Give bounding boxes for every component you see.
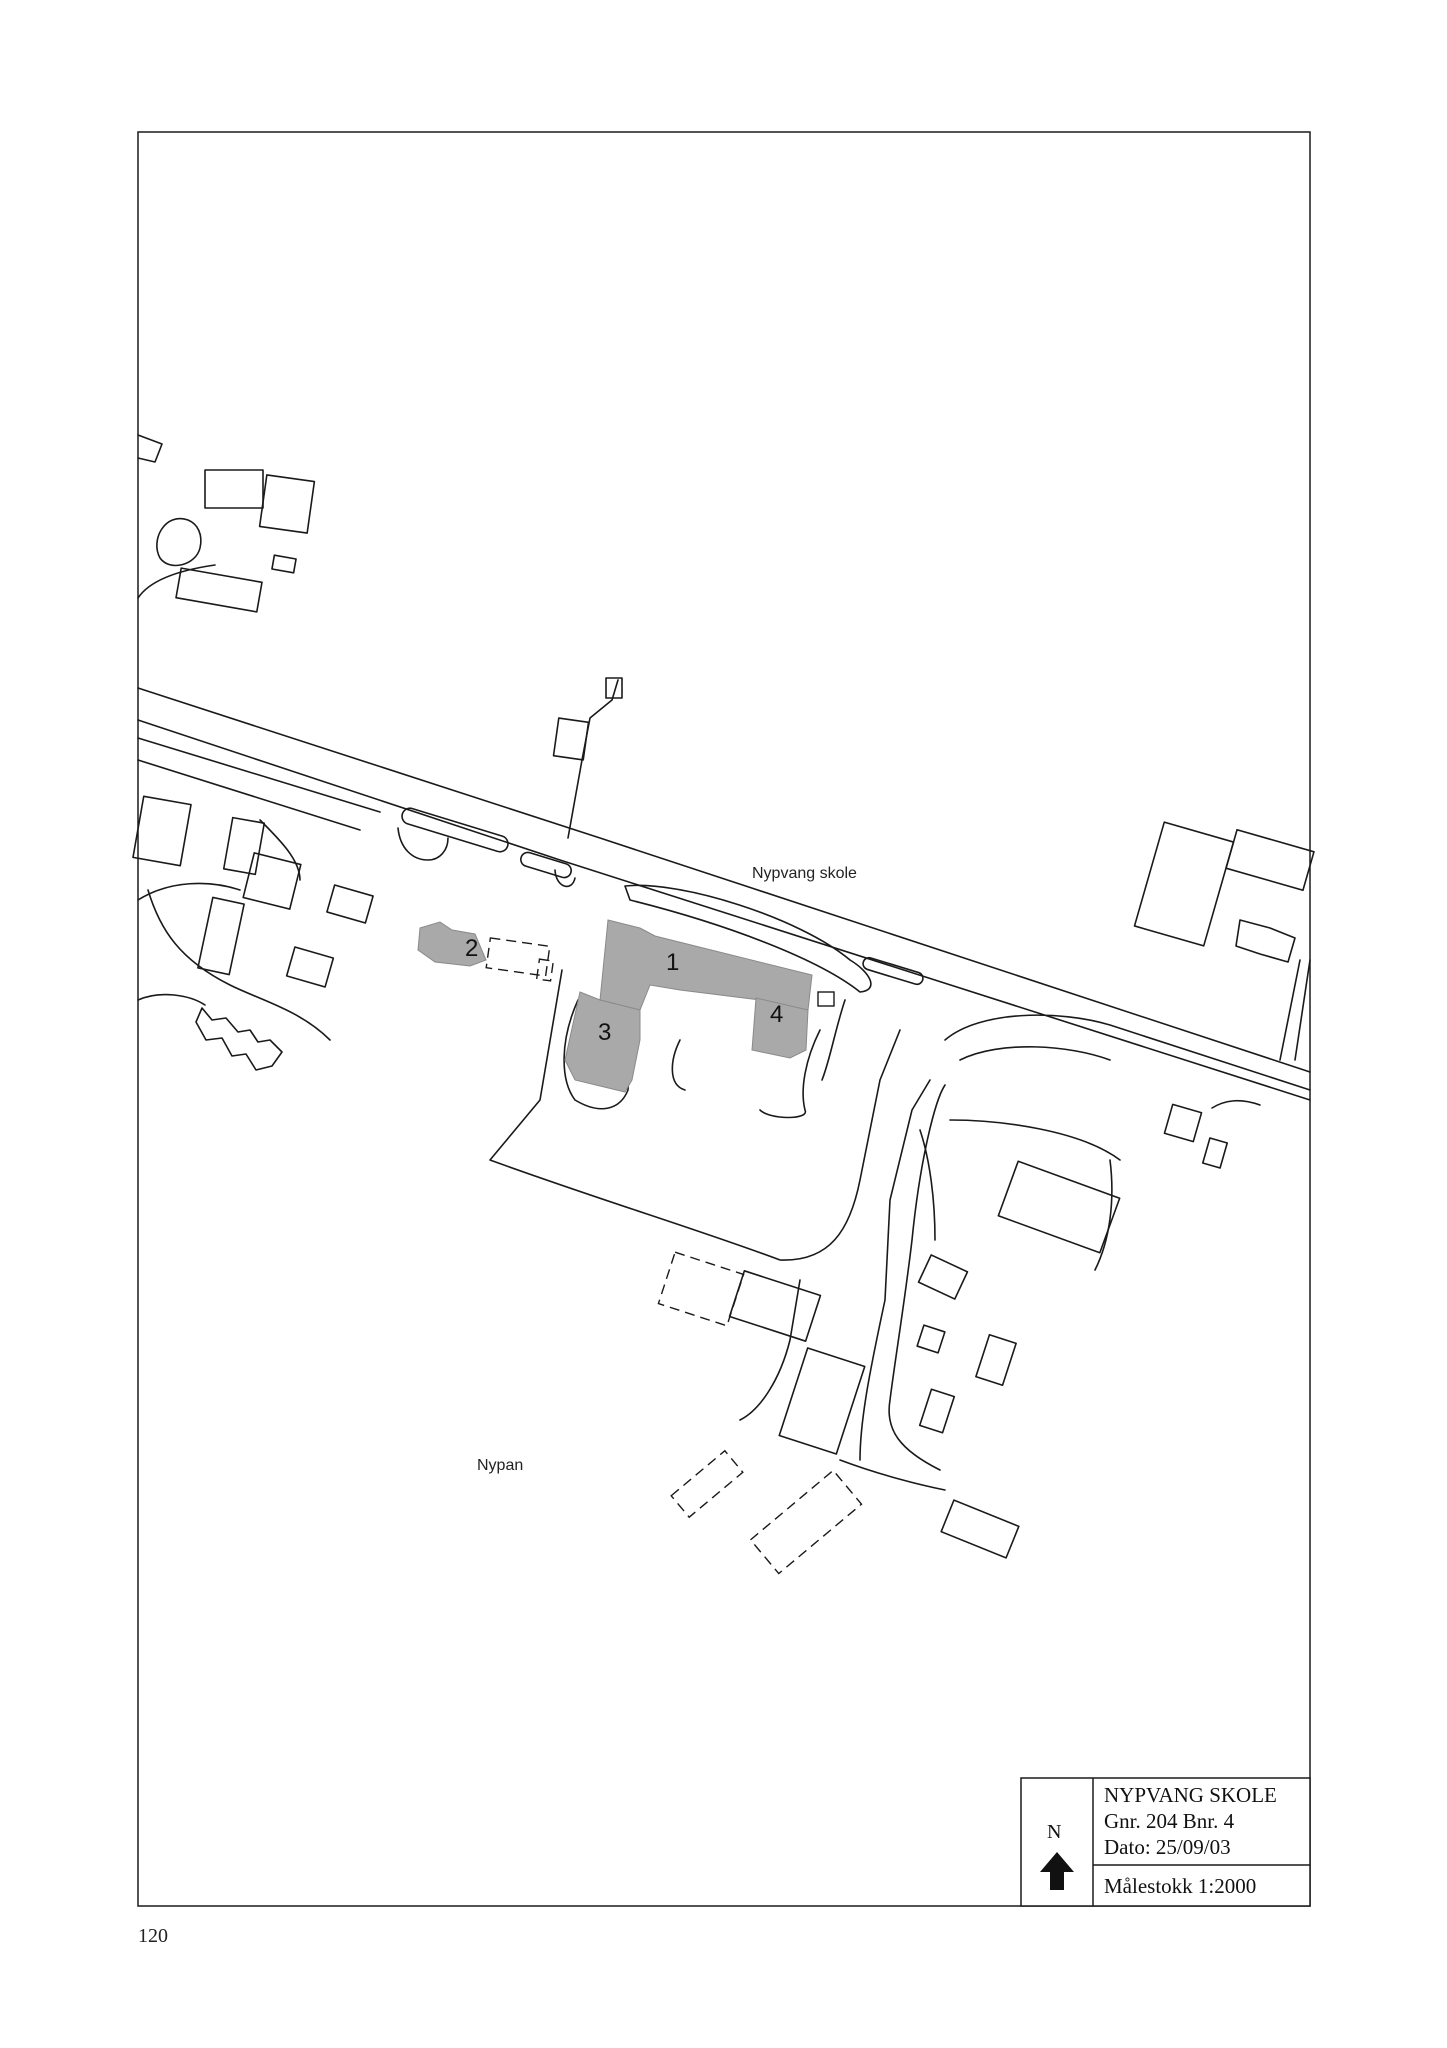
building-w1 [132, 795, 192, 867]
side-road-west-2 [137, 759, 361, 831]
west-road-3 [137, 993, 206, 1006]
school-kiosk [817, 991, 835, 1007]
building-e2 [1225, 828, 1315, 892]
east-lane-3 [1211, 1099, 1261, 1109]
road-island-2 [520, 851, 572, 879]
building-driveway-2 [605, 677, 623, 699]
planned-annex-building-2 [485, 937, 551, 977]
label-nypvang-skole: Nypvang skole [752, 865, 857, 882]
building-number-1: 1 [666, 949, 679, 976]
building-n3 [175, 567, 263, 613]
building-w6 [197, 896, 245, 976]
building-e4 [1163, 1103, 1203, 1143]
east-branch [949, 1119, 1121, 1161]
north-label: N [1047, 1821, 1061, 1843]
building-e1 [1133, 821, 1235, 947]
east-road [944, 1014, 1311, 1091]
building-n1 [204, 469, 264, 509]
legend-date: Dato: 25/09/03 [1104, 1835, 1231, 1859]
building-w4 [326, 884, 374, 924]
west-road-2 [147, 889, 331, 1041]
east-lane-2 [1294, 959, 1311, 1061]
building-number-2: 2 [465, 935, 478, 962]
road-island-1 [401, 807, 509, 853]
school-loop [563, 999, 633, 1110]
school-ground-boundary [489, 969, 901, 1261]
west-road-1 [137, 882, 241, 901]
building-n2 [258, 474, 316, 534]
planned-building-2 [670, 1449, 744, 1519]
row-houses [195, 1007, 283, 1071]
building-e5 [1201, 1137, 1229, 1169]
building-driveway [552, 717, 590, 761]
building-number-3: 3 [598, 1019, 611, 1046]
school-building-1 [599, 919, 813, 1011]
east-road-2 [959, 1046, 1111, 1061]
main-road-south-edge [137, 719, 1311, 1101]
page-number: 120 [138, 1925, 168, 1947]
north-arrow-icon [1040, 1852, 1074, 1890]
building-e6 [997, 1160, 1121, 1254]
road-island-4 [624, 884, 872, 993]
south-path [739, 1279, 801, 1421]
building-s1 [728, 1270, 822, 1342]
east-branch-2 [919, 1129, 936, 1241]
planned-building-1 [657, 1251, 745, 1327]
label-nypan: Nypan [477, 1457, 523, 1474]
west-road-4 [259, 819, 301, 881]
driveway-north [567, 679, 619, 839]
building-w3 [242, 852, 302, 910]
east-lane [1279, 959, 1301, 1061]
school-east-road [759, 1029, 821, 1119]
map-frame [137, 131, 1311, 1907]
building-w5 [285, 946, 335, 988]
school-inner-road [671, 1039, 686, 1091]
school-building-2 [417, 921, 487, 967]
legend-property: Gnr. 204 Bnr. 4 [1104, 1809, 1235, 1833]
east-loop [821, 999, 846, 1081]
legend-box: N NYPVANG SKOLE Gnr. 204 Bnr. 4 Dato: 25… [1020, 1777, 1311, 1907]
building-e3 [1235, 919, 1296, 963]
legend-title: NYPVANG SKOLE [1104, 1783, 1277, 1807]
school-building-4 [751, 997, 809, 1059]
road-spur [554, 869, 576, 888]
planned-annex-small [535, 958, 555, 982]
pond [156, 517, 202, 567]
building-n4 [271, 554, 297, 574]
school-building-3 [564, 991, 641, 1093]
north-path [137, 564, 216, 599]
building-s3 [917, 1254, 969, 1300]
south-path-2 [839, 1459, 946, 1491]
central-road [859, 1079, 931, 1461]
building-s2 [778, 1347, 866, 1455]
side-road-west [137, 737, 381, 813]
east-lane-4 [1094, 1159, 1113, 1271]
planned-building-3 [749, 1469, 863, 1575]
cul-de-sac [397, 827, 449, 861]
building-number-4: 4 [770, 1001, 783, 1028]
main-road-north-edge [137, 687, 1311, 1073]
building-s5 [975, 1333, 1017, 1387]
legend-scale: Målestokk 1:2000 [1104, 1874, 1256, 1898]
building-n5 [137, 434, 163, 463]
building-s7 [940, 1499, 1020, 1559]
building-s4 [916, 1324, 946, 1354]
central-road-2 [888, 1084, 946, 1471]
road-island-3 [862, 956, 924, 986]
building-w2 [222, 816, 266, 876]
building-s6 [918, 1388, 956, 1434]
